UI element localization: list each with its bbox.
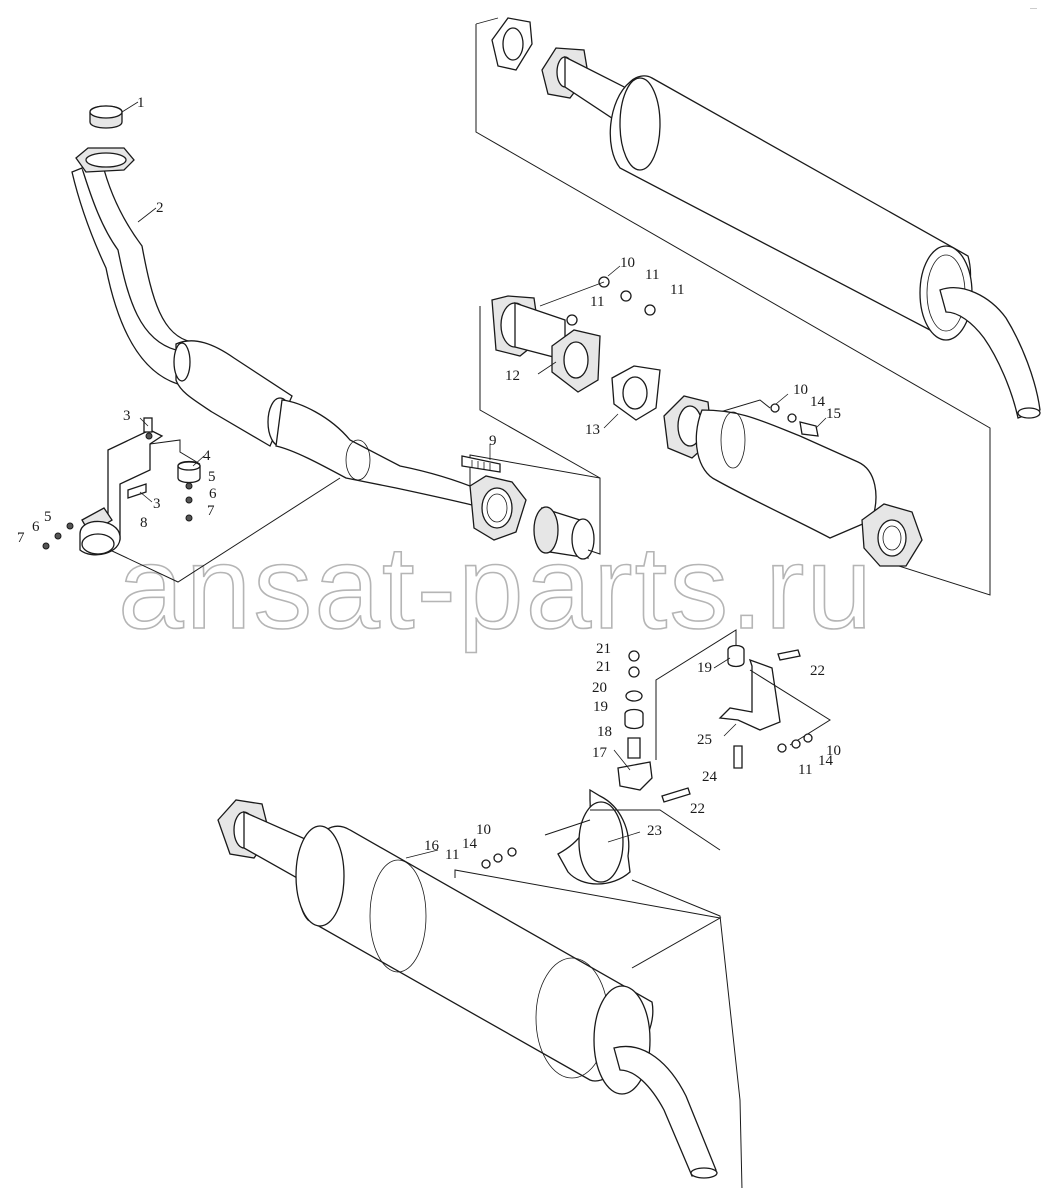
catalytic-converter	[663, 395, 923, 567]
callout-label: 14	[462, 836, 478, 852]
leader-lines	[121, 101, 827, 859]
corner-mark: —	[1030, 5, 1037, 12]
callout-label: 7	[17, 530, 25, 546]
callout-label: 9	[489, 433, 497, 449]
pipe-bracket-assembly	[42, 417, 341, 583]
rear-muffler-top	[475, 17, 1041, 596]
callout-label: 6	[32, 519, 40, 535]
callout-label: 5	[208, 469, 216, 485]
callout-label: 10	[793, 382, 808, 398]
callout-label: 12	[505, 368, 520, 384]
callout-label: 10	[476, 822, 491, 838]
callout-label: 16	[424, 838, 440, 854]
callout-label: 11	[590, 294, 604, 310]
callout-label: 18	[597, 724, 612, 740]
muffler-hanger-group	[481, 629, 831, 885]
callout-label: 6	[209, 486, 217, 502]
callout-label: 14	[818, 753, 834, 769]
callout-label: 11	[445, 847, 459, 863]
callout-label: 19	[697, 660, 712, 676]
callout-label: 5	[44, 509, 52, 525]
callout-label: 10	[620, 255, 635, 271]
callout-label: 11	[645, 267, 659, 283]
callout-label: 19	[593, 699, 608, 715]
callout-label: 20	[592, 680, 607, 696]
callout-label: 24	[702, 769, 718, 785]
front-exhaust-pipe	[71, 105, 601, 560]
callout-label: 7	[207, 503, 215, 519]
rear-muffler-bottom	[217, 799, 743, 1188]
callout-label: 22	[810, 663, 825, 679]
callout-label: 14	[810, 394, 826, 410]
callout-label: 15	[826, 406, 841, 422]
callout-label: 3	[153, 496, 161, 512]
callout-label: 13	[585, 422, 600, 438]
callout-label: 17	[592, 745, 608, 761]
callout-label: 23	[647, 823, 662, 839]
callout-label: 4	[203, 448, 211, 464]
callout-label: 22	[690, 801, 705, 817]
callout-label: 8	[140, 515, 148, 531]
callout-label: 11	[798, 762, 812, 778]
callouts: 1 2 3 3 4 5 6 7 5 6 7 8 9 10 11 11 11 12…	[17, 95, 841, 863]
callout-label: 11	[670, 282, 684, 298]
callout-label: 25	[697, 732, 712, 748]
callout-label: 21	[596, 659, 611, 675]
flange-gasket-group	[479, 276, 661, 479]
callout-label: 2	[156, 200, 164, 216]
callout-label: 1	[137, 95, 145, 111]
callout-label: 10	[826, 743, 841, 759]
watermark-text: ansat-parts.ru	[118, 522, 874, 654]
callout-label: 3	[123, 408, 131, 424]
callout-label: 21	[596, 641, 611, 657]
